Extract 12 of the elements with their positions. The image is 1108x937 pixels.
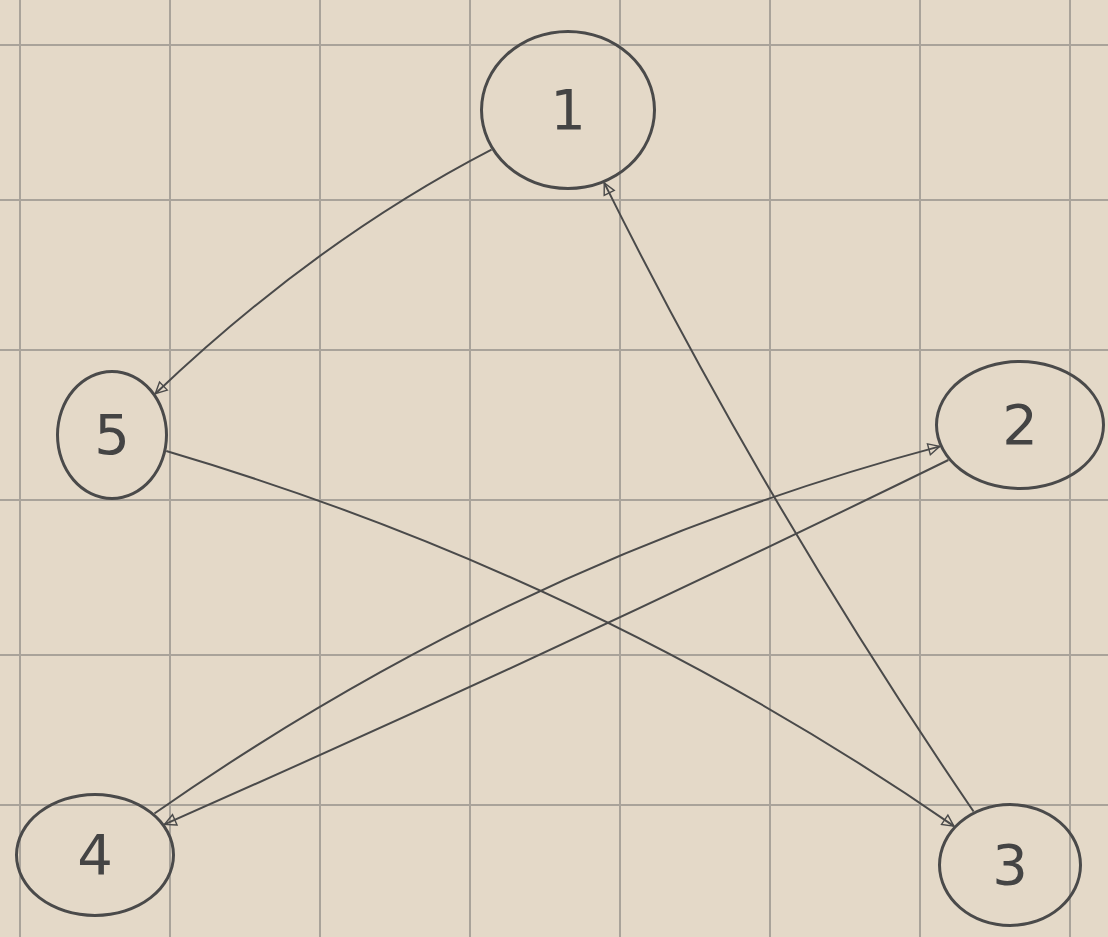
node-circle [56,370,168,500]
arrow [154,148,493,395]
node-number: 1 [550,82,586,138]
node-circle [15,793,175,917]
node-circle [938,803,1082,927]
node-number: 5 [94,407,130,463]
node-circle [480,30,656,190]
node-number: 2 [1002,397,1038,453]
node-circle [935,360,1105,490]
node-number: 3 [992,837,1028,893]
arrow [603,181,975,813]
node-number: 4 [77,827,113,883]
